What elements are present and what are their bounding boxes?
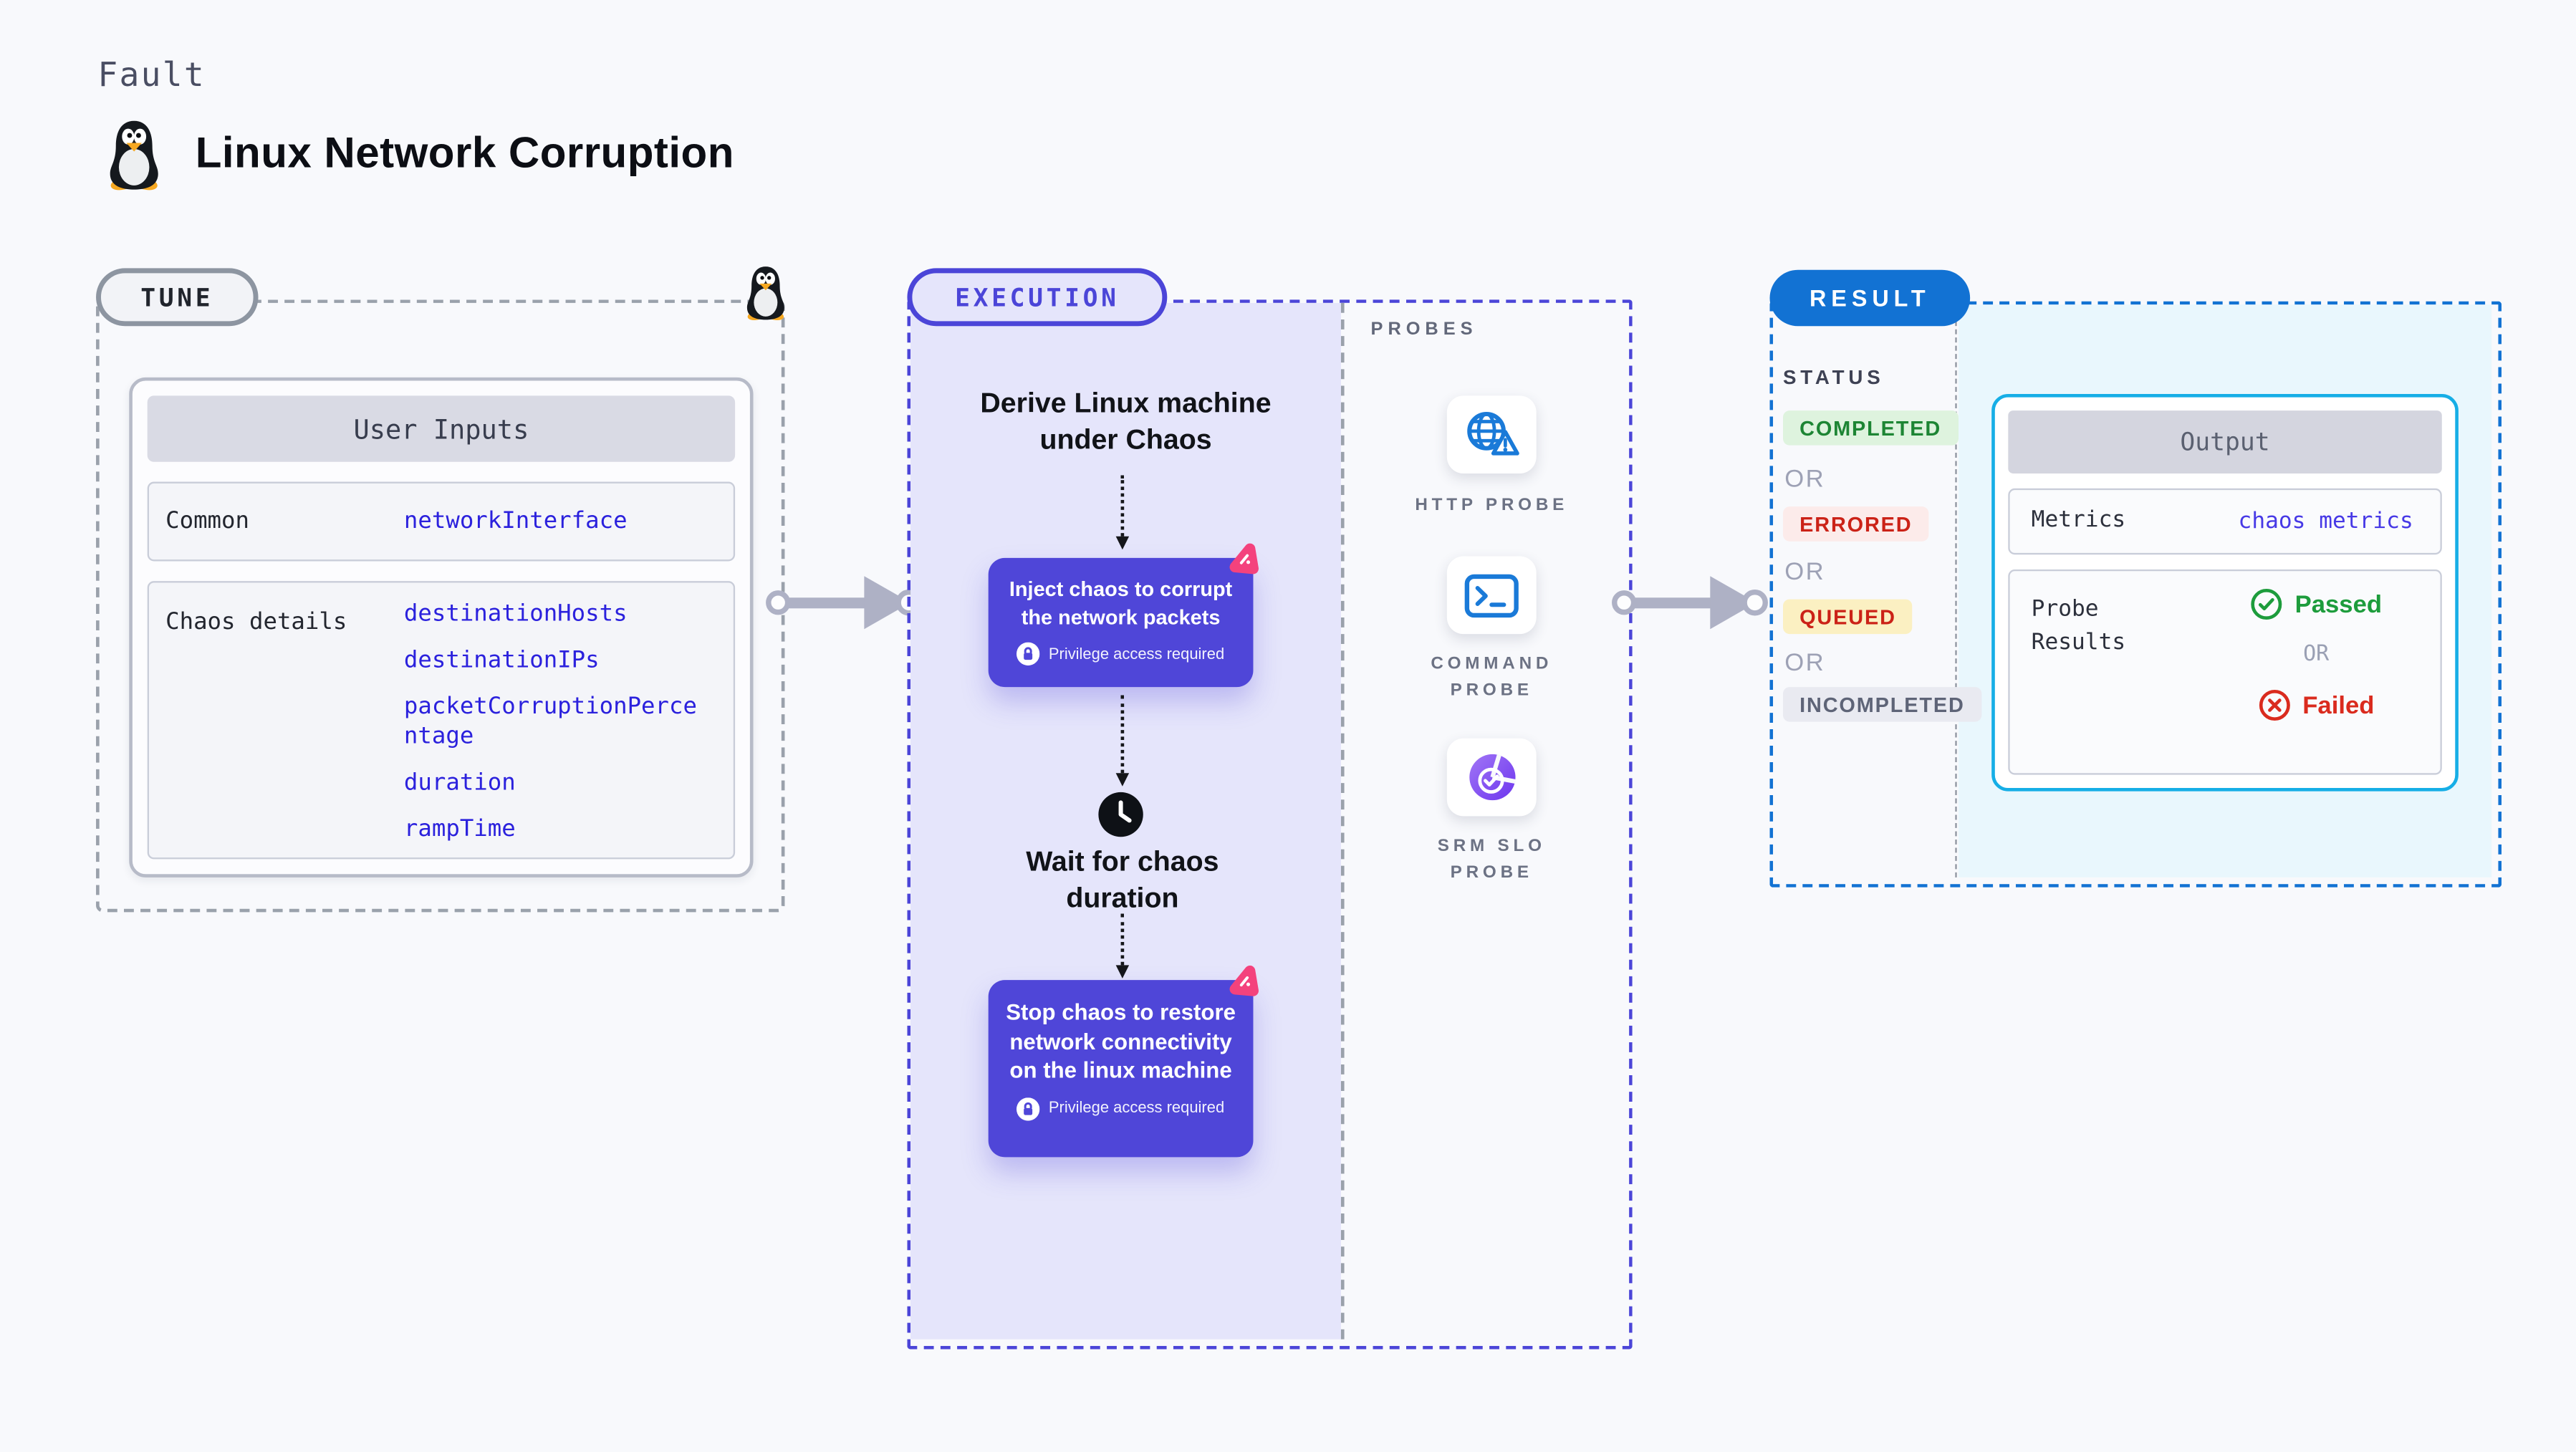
passed-item: Passed (2250, 587, 2382, 620)
status-label: STATUS (1783, 365, 1885, 390)
lock-icon (1017, 1097, 1041, 1120)
or-separator: OR (1784, 648, 1825, 678)
flow-arrow-execution-to-result (1612, 576, 1768, 630)
slo-pie-check-icon (1469, 754, 1515, 801)
result-section-frame (1769, 301, 2501, 888)
srm-slo-probe-card (1446, 738, 1537, 817)
privilege-note: Privilege access required (1001, 1097, 1240, 1120)
status-badge-errored: ERRORED (1783, 506, 1929, 542)
chaos-param-list: destinationHosts destinationIPs packetCo… (404, 582, 706, 860)
check-circle-icon (2251, 589, 2282, 620)
result-divider (1955, 304, 1957, 878)
probe-results-values: Passed OR Failed (2192, 571, 2441, 721)
chaos-pink-icon (1229, 965, 1259, 996)
probes-section-label: PROBES (1370, 319, 1478, 340)
status-badge-queued: QUEUED (1783, 599, 1913, 635)
tux-penguin-icon (746, 266, 784, 320)
user-inputs-card: User Inputs Common networkInterface Chao… (129, 377, 754, 878)
result-badge: RESULT (1769, 269, 1971, 327)
command-probe-card (1446, 556, 1537, 635)
step-wait-duration: Wait for chaos duration (1026, 845, 1219, 914)
http-probe-card (1446, 395, 1537, 473)
output-header: Output (2008, 410, 2442, 473)
user-inputs-header: User Inputs (147, 395, 736, 462)
step-derive-machine: Derive Linux machine under Chaos (980, 387, 1272, 456)
or-separator: OR (2303, 642, 2330, 668)
probe-results-row: Probe Results Passed OR Failed (2008, 569, 2442, 775)
tune-badge: TUNE (96, 268, 259, 327)
execution-section-frame (907, 299, 1633, 1350)
param-value: destinationIPs (403, 647, 600, 674)
privilege-note-text: Privilege access required (1048, 645, 1225, 663)
metrics-row: Metrics chaos metrics (2008, 488, 2442, 555)
param-value: rampTime (403, 816, 516, 843)
param-group-label: Chaos details (165, 609, 347, 636)
x-circle-icon (2259, 690, 2290, 721)
output-panel: Output Metrics chaos metrics Probe Resul… (1991, 394, 2459, 792)
probes-divider (1340, 302, 1345, 1340)
tux-penguin-icon (110, 120, 158, 191)
flow-connector (1115, 695, 1128, 787)
or-separator: OR (1784, 557, 1825, 587)
probe-name: HTTP PROBE (1415, 495, 1569, 515)
flow-connector (1115, 475, 1128, 550)
stop-chaos-card: Stop chaos to restore network connectivi… (988, 980, 1254, 1158)
terminal-icon (1464, 573, 1519, 617)
or-separator: OR (1784, 465, 1825, 494)
failed-item: Failed (2258, 688, 2375, 721)
status-badge-completed: COMPLETED (1783, 410, 1959, 446)
passed-label: Passed (2294, 590, 2383, 619)
param-value: packetCorruptionPercentage (403, 693, 697, 750)
metrics-label: Metrics (2031, 506, 2126, 534)
flow-connector (1115, 913, 1128, 979)
privilege-note-text: Privilege access required (1048, 1099, 1225, 1118)
execution-badge: EXECUTION (907, 268, 1168, 327)
chaos-pink-icon (1229, 543, 1259, 574)
stop-chaos-text: Stop chaos to restore network connectivi… (1006, 999, 1236, 1083)
flow-arrow-tune-to-execution (766, 576, 923, 630)
param-value: duration (403, 769, 516, 797)
lock-icon (1017, 642, 1041, 666)
fault-kicker: Fault (97, 54, 206, 95)
metrics-value: chaos metrics (2238, 508, 2413, 535)
privilege-note: Privilege access required (1001, 642, 1240, 666)
globe-warning-icon (1467, 412, 1519, 456)
inject-chaos-card: Inject chaos to corrupt the network pack… (988, 557, 1254, 688)
inject-chaos-text: Inject chaos to corrupt the network pack… (1009, 577, 1233, 629)
clock-icon (1098, 792, 1143, 837)
param-group-label: Common (165, 508, 249, 535)
input-row-common: Common networkInterface (147, 481, 736, 562)
input-row-chaos-details: Chaos details destinationHosts destinati… (147, 581, 736, 860)
probe-results-label: Probe Results (2031, 595, 2126, 655)
failed-label: Failed (2302, 691, 2375, 720)
page-title: Linux Network Corruption (195, 127, 734, 178)
status-badge-incompleted: INCOMPLETED (1783, 687, 1981, 722)
param-value: destinationHosts (403, 600, 628, 628)
probe-name: COMMAND PROBE (1431, 653, 1553, 701)
param-value: networkInterface (403, 508, 628, 535)
probe-name: SRM SLO PROBE (1437, 836, 1546, 883)
